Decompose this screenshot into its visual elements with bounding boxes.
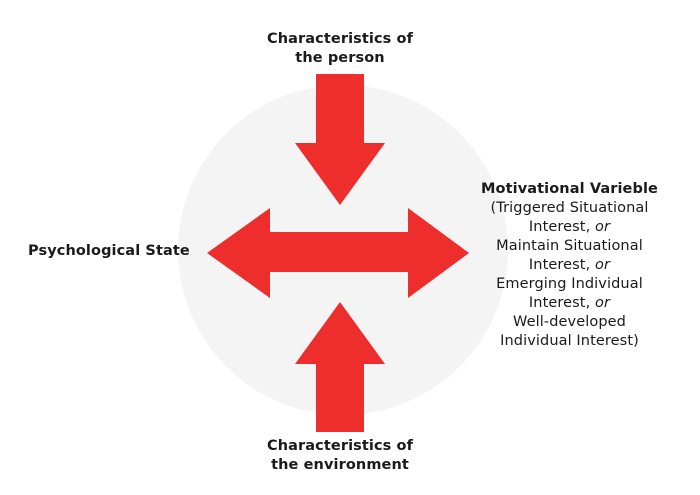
top-label-line2: the person (295, 50, 385, 66)
right-label-line: Interest, or (528, 219, 611, 235)
right-label-line: Individual Interest) (500, 333, 639, 349)
right-label-line: (Triggered Situational (490, 200, 649, 216)
bottom-label-line2: the environment (271, 457, 409, 473)
right-label-line: Emerging Individual (496, 276, 643, 292)
right-label-line: Interest, or (528, 295, 611, 311)
right-label-line: Well-developed (513, 314, 626, 330)
arrow-down-from-top (295, 74, 385, 205)
bottom-label: Characteristics of the environment (230, 437, 450, 475)
top-label-line1: Characteristics of (266, 31, 414, 47)
left-label: Psychological State (28, 243, 190, 259)
arrow-horizontal-double (207, 208, 469, 298)
right-label-line: Interest, or (528, 257, 611, 273)
bottom-label-line1: Characteristics of (266, 438, 414, 454)
right-label: Motivational Varieble (Triggered Situati… (462, 180, 677, 351)
right-label-line: Maintain Situational (496, 238, 643, 254)
top-label: Characteristics of the person (230, 30, 450, 68)
arrow-up-from-bottom (295, 302, 385, 432)
right-label-heading: Motivational Varieble (481, 181, 658, 197)
